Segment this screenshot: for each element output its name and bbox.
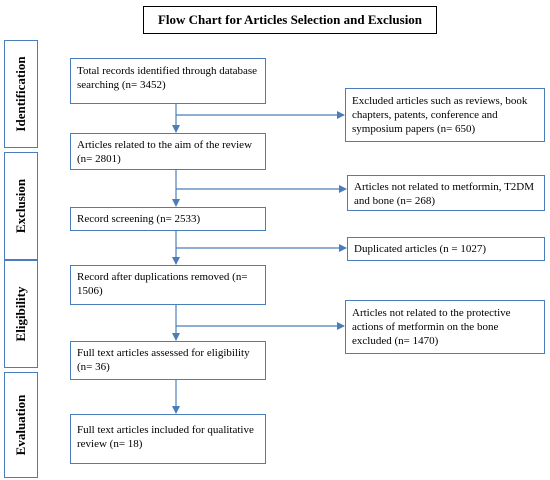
box-record-screening: Record screening (n= 2533) (70, 207, 266, 231)
stage-evaluation-label: Evaluation (13, 394, 28, 456)
box-full-text-included: Full text articles included for qualitat… (70, 414, 266, 464)
box-total-records-text: Total records identified through databas… (77, 65, 258, 91)
box-record-screening-text: Record screening (n= 2533) (77, 213, 201, 225)
box-duplicated-text: Duplicated articles (n = 1027) (354, 243, 487, 255)
chart-title: Flow Chart for Articles Selection and Ex… (143, 6, 437, 34)
box-articles-related: Articles related to the aim of the revie… (70, 133, 266, 170)
box-not-related-metformin: Articles not related to metformin, T2DM … (347, 175, 545, 211)
box-excluded-reviews-text: Excluded articles such as reviews, book … (352, 95, 528, 135)
box-full-text-assessed-text: Full text articles assessed for eligibil… (77, 347, 250, 373)
stage-evaluation: Evaluation (4, 372, 38, 478)
stage-exclusion-label: Exclusion (13, 178, 28, 234)
box-articles-related-text: Articles related to the aim of the revie… (77, 139, 253, 165)
stage-eligibility-label: Eligibility (13, 286, 28, 342)
box-after-duplications-text: Record after duplications removed (n= 15… (77, 271, 248, 297)
box-total-records: Total records identified through databas… (70, 58, 266, 104)
box-after-duplications: Record after duplications removed (n= 15… (70, 265, 266, 305)
box-full-text-included-text: Full text articles included for qualitat… (77, 424, 254, 450)
stage-identification-label: Identification (13, 56, 28, 132)
box-not-related-protective-text: Articles not related to the protective a… (352, 307, 511, 347)
stage-exclusion: Exclusion (4, 152, 38, 260)
stage-identification: Identification (4, 40, 38, 148)
box-excluded-reviews: Excluded articles such as reviews, book … (345, 88, 545, 142)
box-not-related-metformin-text: Articles not related to metformin, T2DM … (354, 181, 535, 207)
stage-eligibility: Eligibility (4, 260, 38, 368)
box-not-related-protective: Articles not related to the protective a… (345, 300, 545, 354)
box-duplicated: Duplicated articles (n = 1027) (347, 237, 545, 261)
box-full-text-assessed: Full text articles assessed for eligibil… (70, 341, 266, 380)
